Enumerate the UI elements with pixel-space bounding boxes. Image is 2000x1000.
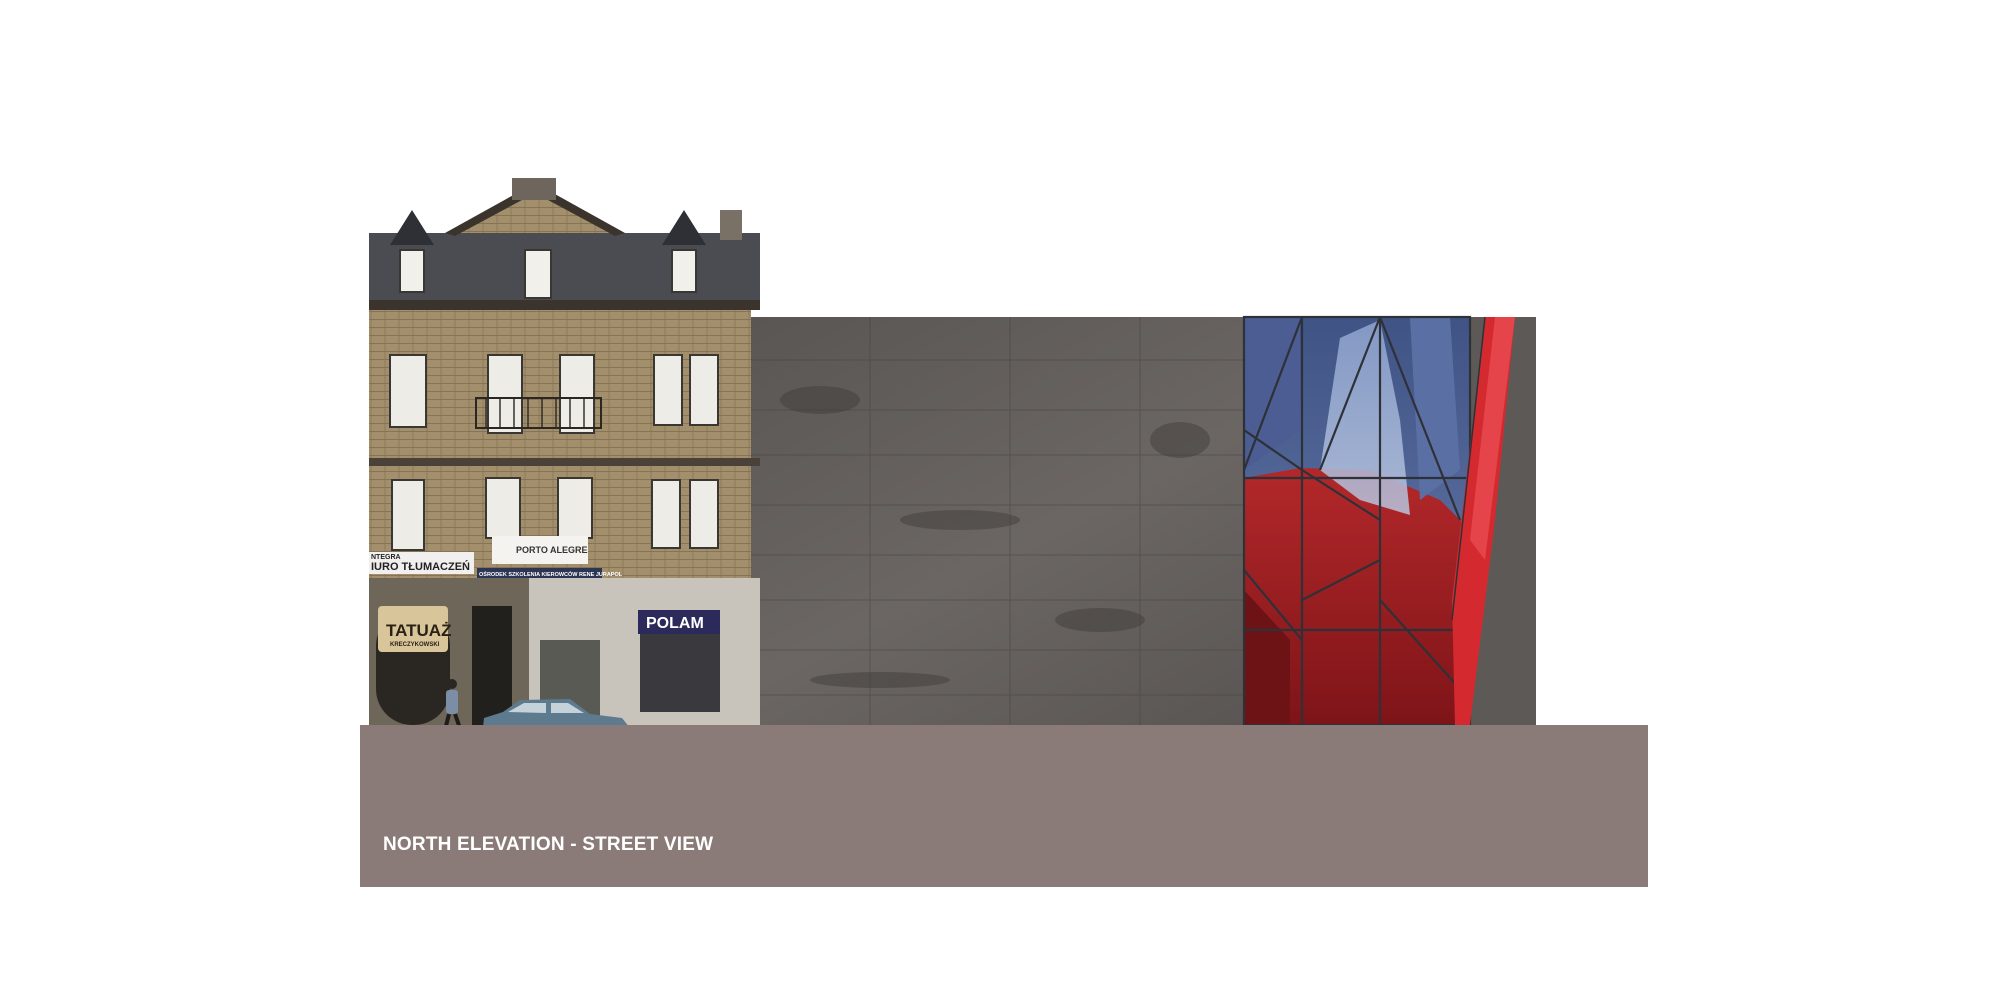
translator-sign: IURO TŁUMACZEŃ — [371, 560, 470, 573]
dormer-windows — [399, 249, 697, 299]
elevation-caption: NORTH ELEVATION - STREET VIEW — [383, 834, 714, 855]
middle-windows — [391, 477, 719, 551]
polam-sign: POLAM — [646, 615, 704, 632]
shop-signs: NTEGRA IURO TŁUMACZEŃ PORTO ALEGRE OŚROD… — [371, 545, 704, 648]
ground-band — [360, 725, 1648, 887]
porto-alegre-sign: PORTO ALEGRE — [516, 545, 588, 555]
tattoo-sign: TATUAŻ — [386, 621, 451, 640]
upper-windows — [389, 354, 719, 434]
driving-school-sign: OŚRODEK SZKOLENIA KIEROWCÓW RENE JURAPOL — [479, 570, 623, 578]
tattoo-subsign: KRECZYKOWSKI — [390, 642, 440, 648]
translator-top-sign: NTEGRA — [371, 554, 401, 561]
glass-facade — [1242, 315, 1515, 727]
